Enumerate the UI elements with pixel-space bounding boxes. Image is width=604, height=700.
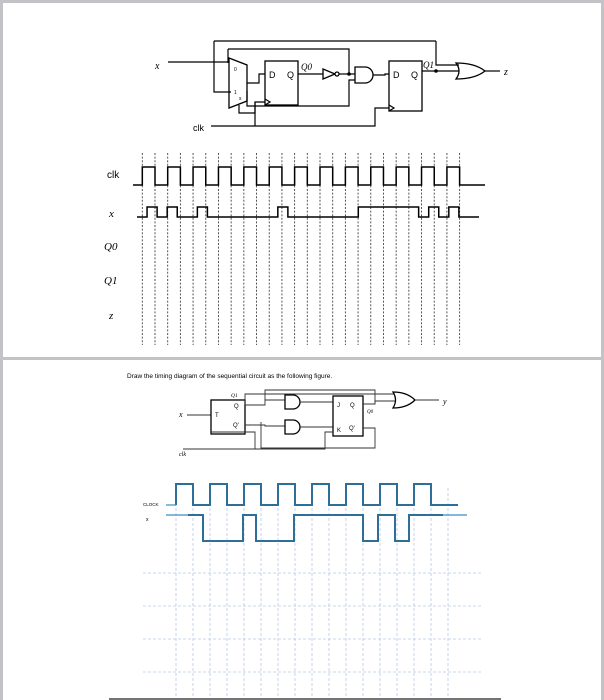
timing-diagram-2: CLOCK x xyxy=(143,483,483,696)
ff1-d-label: D xyxy=(393,70,400,80)
jk-k-label: K xyxy=(337,428,341,434)
d-flip-flop-1 xyxy=(388,60,423,112)
ff0-d-label: D xyxy=(269,70,276,80)
d-flip-flop-0 xyxy=(264,60,299,106)
t-qbar-label: Q' xyxy=(233,423,239,429)
or-gate xyxy=(454,62,487,80)
mux-input-0: 0 xyxy=(234,67,237,73)
instruction-text: Draw the timing diagram of the sequentia… xyxy=(127,373,332,380)
jk-q-label: Q xyxy=(350,403,355,409)
and-gate-upper xyxy=(284,394,301,410)
signal-x-label: x xyxy=(108,208,114,220)
output-z-label: z xyxy=(503,67,508,78)
and-gate xyxy=(354,66,374,84)
problem-1-panel: x 0 1 s D Q Q0 D Q xyxy=(3,3,601,357)
jk-out-label: Q0 xyxy=(367,410,374,415)
signal-z-label: z xyxy=(108,310,114,322)
t-out-label: Q1 xyxy=(231,393,238,399)
q0-label: Q0 xyxy=(301,62,312,72)
sequential-circuit-1: x 0 1 s D Q Q0 D Q xyxy=(154,40,508,133)
q1-label: Q1 xyxy=(423,60,434,70)
problem-2-figure: Draw the timing diagram of the sequentia… xyxy=(109,373,501,700)
t-input-label: T xyxy=(215,413,219,419)
input-x2-label: x xyxy=(178,410,183,419)
problem-2-panel: Draw the timing diagram of the sequentia… xyxy=(3,360,601,700)
jk-j-label: J xyxy=(337,403,340,409)
signal-clk-label: clk xyxy=(107,170,120,181)
and-gate-lower xyxy=(284,419,301,435)
x-waveform xyxy=(137,206,479,218)
jk-qbar-label: Q' xyxy=(349,426,355,432)
ff0-q-label: Q xyxy=(287,70,294,80)
t-flip-flop xyxy=(210,399,246,435)
mux-input-1: 1 xyxy=(234,90,237,96)
ff1-q-label: Q xyxy=(411,70,418,80)
jk-flip-flop xyxy=(332,395,364,437)
clk-label: clk xyxy=(193,123,204,133)
or-gate-2 xyxy=(391,391,416,409)
inverter xyxy=(322,68,337,80)
x2-waveform xyxy=(188,514,443,542)
clock-waveform xyxy=(175,483,458,506)
t-q-label: Q xyxy=(234,404,239,410)
timing-grid xyxy=(143,488,483,696)
sequential-circuit-2: x T Q Q' Q1 J K Q Q' Q0 xyxy=(178,389,447,458)
x-signal-label: x xyxy=(146,517,149,523)
clk2-label: clk xyxy=(179,452,186,458)
clock-edge-guides xyxy=(141,153,461,345)
mux-select: s xyxy=(239,96,242,102)
clock-signal-label: CLOCK xyxy=(143,502,159,507)
problem-1-figure: x 0 1 s D Q Q0 D Q xyxy=(104,40,508,345)
input-x-label: x xyxy=(154,61,160,72)
output-y-label: y xyxy=(442,397,447,406)
multiplexer xyxy=(228,57,248,109)
timing-diagram-1: clk x Q0 Q1 z xyxy=(104,153,485,345)
signal-q0-label: Q0 xyxy=(104,241,118,253)
clk-waveform xyxy=(133,166,485,186)
signal-q1-label: Q1 xyxy=(104,275,117,287)
